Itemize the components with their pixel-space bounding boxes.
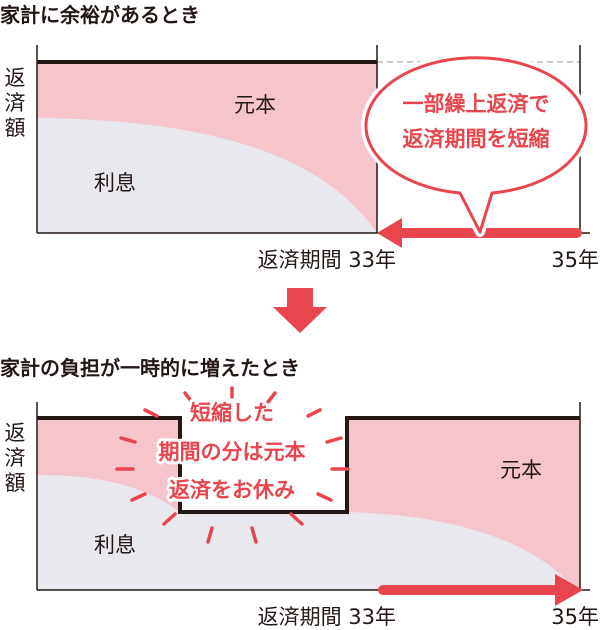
arrow-head-right-icon	[555, 574, 583, 606]
top-title: 家計に余裕があるとき	[0, 3, 200, 27]
interest-area	[37, 118, 377, 233]
bubble-line-1: 一部繰上返済で	[403, 92, 550, 116]
callout-line-1: 短縮した	[190, 401, 274, 425]
x-label-35: 35年	[551, 605, 599, 629]
y-label-char: 額	[5, 471, 26, 495]
y-label-char: 済	[5, 91, 26, 115]
y-label-char: 済	[5, 446, 26, 470]
payment-line	[37, 416, 580, 514]
speech-bubble	[364, 56, 588, 234]
principal-label: 元本	[500, 458, 542, 482]
x-label-35: 35年	[551, 248, 599, 272]
bottom-chart: 短縮した 期間の分は元本 返済をお休み 元本 利息 返 済 額 返済期間 33年…	[5, 386, 599, 629]
x-label-33: 返済期間 33年	[258, 248, 396, 272]
bubble-line-2: 返済期間を短縮	[403, 127, 550, 151]
arrow-head-left-icon	[377, 218, 402, 248]
interest-label: 利息	[94, 533, 136, 557]
y-label-char: 額	[5, 116, 26, 140]
interest-label: 利息	[94, 171, 136, 195]
top-chart: 一部繰上返済で 返済期間を短縮 元本 利息 返 済 額 返済期間 33年 35年	[5, 45, 599, 272]
interest-area	[37, 475, 575, 590]
y-label-char: 返	[5, 66, 26, 90]
bottom-title: 家計の負担が一時的に増えたとき	[0, 356, 300, 380]
principal-label: 元本	[234, 93, 276, 117]
down-arrow-icon	[273, 288, 327, 333]
y-label-char: 返	[5, 421, 26, 445]
callout-line-3: 返済をお休み	[169, 478, 295, 502]
callout-line-2: 期間の分は元本	[159, 440, 306, 464]
x-label-33: 返済期間 33年	[258, 605, 396, 629]
burst-lines	[115, 386, 350, 544]
